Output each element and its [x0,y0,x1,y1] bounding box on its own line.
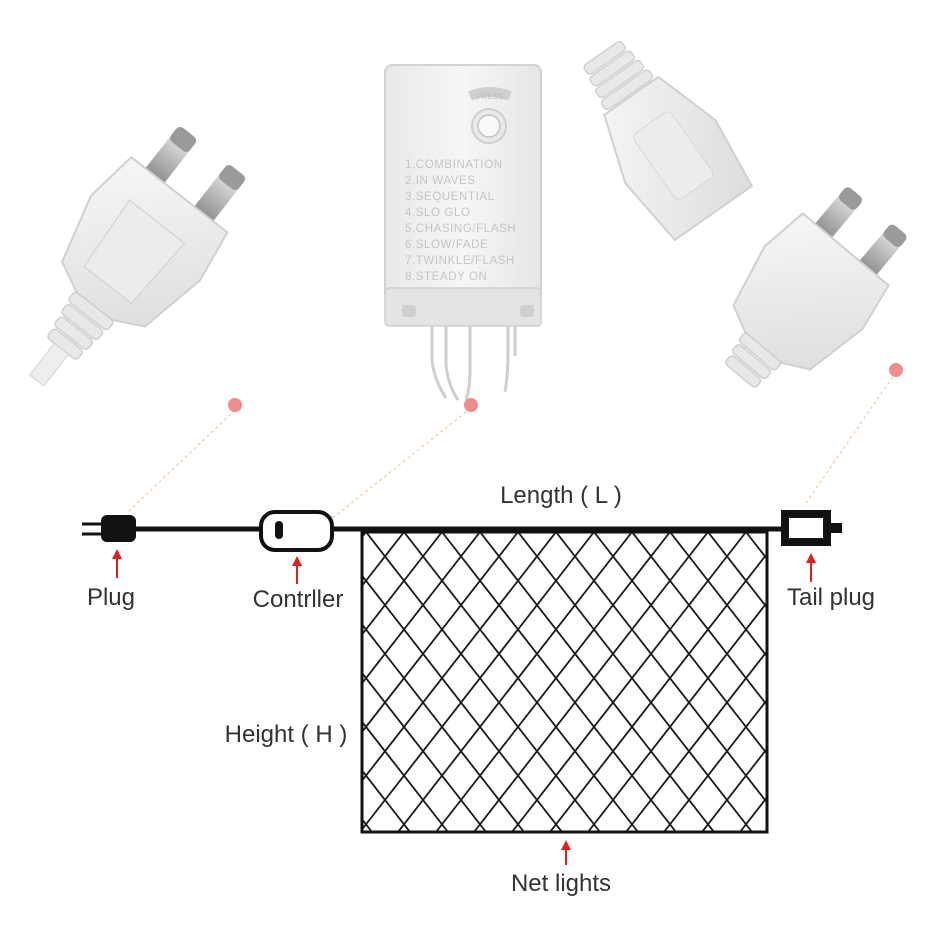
plug-label: Plug [87,584,135,611]
mode-item: 5.CHASING/FLASH [405,223,516,235]
pointer-arrows [112,549,816,865]
tail-plug-marker-dot [889,363,903,377]
net-lights-label: Net lights [511,870,611,897]
controller-icon [259,510,334,552]
mode-item: 1.COMBINATION [405,159,503,171]
tail-plug-icon [781,510,842,546]
mode-item: 8.STEADY ON [405,271,487,283]
mode-list: 1.COMBINATION 2.IN WAVES 3.SEQUENTIAL 4.SLO… [405,159,516,283]
plug-icon [82,515,136,542]
controller-box-photo: PRESS 1.COMBINATION 2.IN WAVES 3.SEQUENTIA… [384,64,542,401]
mode-item: 6.SLOW/FADE [405,239,488,251]
controller-marker-dot [464,398,478,412]
length-label: Length ( L ) [500,482,622,509]
mode-item: 3.SEQUENTIAL [405,191,495,203]
mode-item: 4.SLO GLO [405,207,470,219]
plug-marker-dot [228,398,242,412]
eu-plug-photo [29,126,246,387]
mode-item: 7.TWINKLE/FLASH [405,255,515,267]
tail-plug-socket-photo [583,40,907,388]
controller-label: Contrller [253,586,344,613]
leader-lines [127,371,897,521]
net-lights-grid [360,530,769,834]
mode-item: 2.IN WAVES [405,175,476,187]
tail-plug-label: Tail plug [787,584,875,611]
press-label: PRESS [476,92,503,101]
height-label: Height ( H ) [225,721,348,748]
